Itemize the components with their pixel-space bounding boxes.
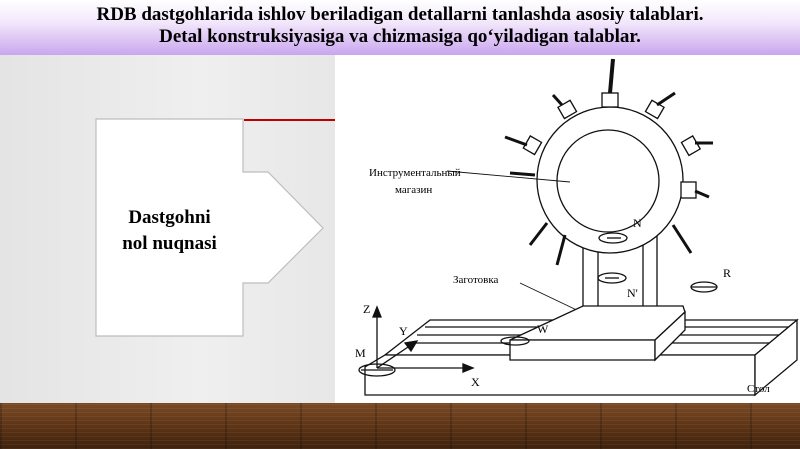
spindle-n-marker — [598, 232, 628, 244]
arrow-label-line-2: nol nuqnasi — [122, 233, 217, 254]
machine-zero-m-marker — [358, 363, 396, 377]
wooden-floor-background — [0, 403, 800, 449]
red-accent-line — [244, 119, 335, 121]
axis-x-label: X — [471, 375, 480, 389]
slide-title-bar: RDB dastgohlarida ishlov beriladigan det… — [0, 0, 800, 55]
table-label: Стол — [747, 383, 770, 395]
machine-table-side — [754, 318, 798, 397]
workpiece-zero-w-marker — [500, 336, 530, 346]
tool-magazine-label-1: Инструментальный — [369, 167, 461, 179]
point-m-label: M — [355, 346, 366, 360]
block-arrow-shape — [95, 118, 324, 337]
arrow-label-line-1: Dastgohni — [128, 207, 211, 228]
point-n-label: N — [633, 216, 642, 230]
workpiece-side — [654, 310, 686, 362]
machine-table-front — [364, 354, 756, 396]
spindle-n-prime-marker — [597, 272, 627, 284]
tool-holders — [504, 58, 713, 266]
tool-magazine-inner — [556, 129, 660, 233]
tool-magazine-label-2: магазин — [395, 184, 432, 196]
slide-title-line-2: Detal konstruksiyasiga va chizmasiga qo‘… — [159, 26, 641, 47]
axis-y-label: Y — [399, 324, 408, 338]
machine-drawing: Инструментальный магазин Заготовка Стол … — [355, 37, 799, 397]
point-n-prime-label: N' — [627, 286, 638, 300]
slide-title-line-1: RDB dastgohlarida ishlov beriladigan det… — [96, 4, 704, 25]
axis-z-label: Z — [363, 302, 370, 316]
point-w-label: W — [537, 322, 549, 336]
workpiece-front — [509, 339, 656, 361]
support-column — [642, 234, 658, 308]
workpiece-label: Заготовка — [453, 274, 499, 286]
point-r-label: R — [723, 266, 731, 280]
machine-zero-point-label: Dastgohni nol nuqnasi — [98, 205, 241, 257]
cnc-machine-diagram: Инструментальный магазин Заготовка Стол … — [335, 37, 800, 403]
